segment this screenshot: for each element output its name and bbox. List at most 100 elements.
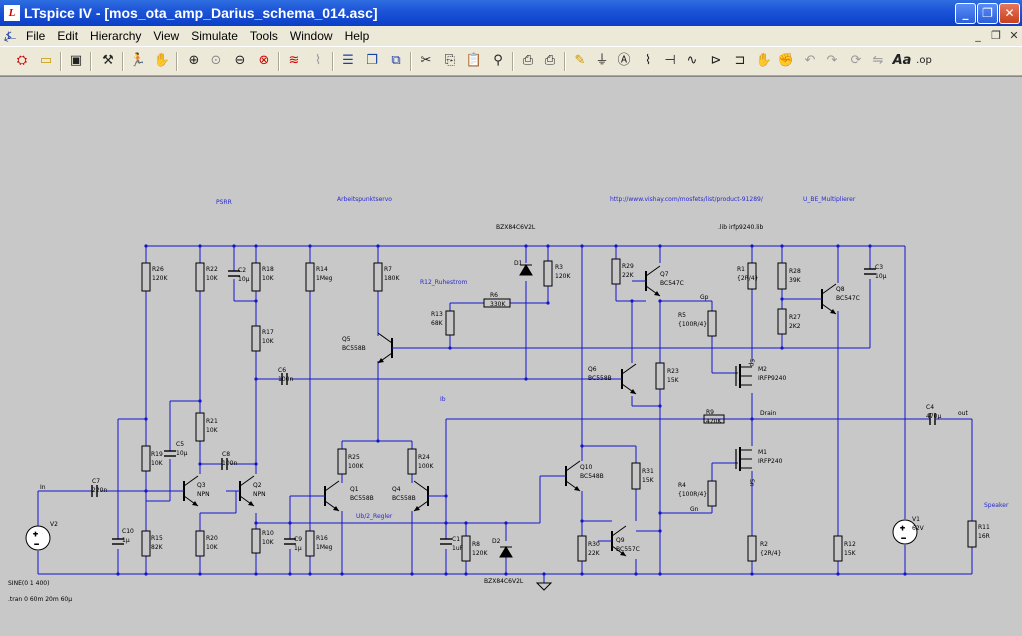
diode-d2[interactable] <box>499 546 513 558</box>
resistor-r20[interactable] <box>195 530 205 557</box>
label-icon[interactable]: Ⓐ <box>617 53 631 68</box>
mosfet-m1[interactable] <box>735 447 752 471</box>
capacitor-c5[interactable] <box>164 450 176 457</box>
close-button[interactable]: ✕ <box>999 3 1020 24</box>
diode-icon[interactable]: ⊳ <box>710 53 722 68</box>
resistor-r4[interactable] <box>707 480 717 507</box>
hammer-icon[interactable]: ⚒ <box>102 53 114 68</box>
resistor-r6[interactable] <box>483 298 511 308</box>
capacitor-c2[interactable] <box>228 270 240 277</box>
autorange-icon[interactable]: ≋ <box>288 53 300 68</box>
menu-tools[interactable]: Tools <box>249 29 278 43</box>
schematic-drawing[interactable]: +− +− R26120KR2210KR1810KR141MegR7180KR1… <box>0 77 1022 636</box>
capacitor-c6[interactable] <box>281 373 288 385</box>
menu-file[interactable]: File <box>26 29 46 43</box>
cascade-icon[interactable]: ❐ <box>366 53 378 68</box>
capacitor-c9[interactable] <box>284 538 296 545</box>
capacitor-c7[interactable] <box>91 485 98 497</box>
resistor-r16[interactable] <box>305 530 315 557</box>
redo-icon[interactable]: ↷ <box>826 53 838 68</box>
resistor-r9[interactable] <box>703 414 725 424</box>
cut-icon[interactable]: ✂ <box>420 53 432 68</box>
resistor-r27[interactable] <box>777 308 787 335</box>
resistor-r1[interactable] <box>747 262 757 290</box>
ltspice-app-icon[interactable]: L <box>4 5 20 21</box>
capacitor-icon[interactable]: ⊣ <box>664 53 676 68</box>
rotate-icon[interactable]: ⟳ <box>850 53 862 68</box>
maximize-button[interactable]: ❐ <box>977 3 998 24</box>
resistor-r14[interactable] <box>305 262 315 292</box>
source-v1[interactable]: +− <box>892 519 918 545</box>
resistor-r3[interactable] <box>543 260 553 287</box>
pencil-icon[interactable]: ✎ <box>574 53 586 68</box>
print-icon[interactable]: ⎙ <box>544 53 556 68</box>
mdi-minimize-button[interactable]: _ <box>975 29 981 42</box>
resistor-r26[interactable] <box>141 262 151 292</box>
zoom-cancel-icon[interactable]: ⊗ <box>258 53 270 68</box>
minimize-button[interactable]: _ <box>955 3 976 24</box>
undo-icon[interactable]: ↶ <box>804 53 816 68</box>
diode-d1[interactable] <box>519 264 533 276</box>
resistor-r19[interactable] <box>141 445 151 472</box>
zoom-in-icon[interactable]: ⊕ <box>188 53 200 68</box>
text-icon[interactable]: Aa <box>892 53 912 68</box>
transistor-q8[interactable] <box>808 283 837 315</box>
paste-icon[interactable]: 📋 <box>465 53 483 68</box>
resistor-r10[interactable] <box>251 528 261 554</box>
menu-edit[interactable]: Edit <box>57 29 79 43</box>
mdi-close-button[interactable]: ✕ <box>1009 29 1019 42</box>
capacitor-c4[interactable] <box>929 413 936 425</box>
tile-horizontal-icon[interactable]: ☰ <box>342 53 354 68</box>
transistor-q5[interactable] <box>377 332 406 364</box>
resistor-r15[interactable] <box>141 530 151 557</box>
resistor-r31[interactable] <box>631 462 641 490</box>
resistor-r2[interactable] <box>747 535 757 562</box>
resistor-r18[interactable] <box>251 262 261 292</box>
menu-window[interactable]: Window <box>289 29 333 43</box>
menu-simulate[interactable]: Simulate <box>191 29 238 43</box>
component-icon[interactable]: ⊐ <box>734 53 746 68</box>
move-icon[interactable]: ✋ <box>755 53 773 68</box>
resistor-r21[interactable] <box>195 412 205 442</box>
zoom-out-icon[interactable]: ⊖ <box>234 53 246 68</box>
resistor-icon[interactable]: ⌇ <box>644 53 652 68</box>
copy-icon[interactable]: ⎘ <box>444 53 456 68</box>
ground-icon[interactable]: ⏚ <box>595 53 609 68</box>
resistor-r29[interactable] <box>611 258 621 285</box>
capacitor-c10[interactable] <box>112 538 124 545</box>
menu-hierarchy[interactable]: Hierarchy <box>90 29 142 43</box>
resistor-r22[interactable] <box>195 262 205 292</box>
transistor-q7[interactable] <box>632 265 661 297</box>
wire-wave-icon[interactable]: ⌇ <box>314 53 322 68</box>
source-v2[interactable]: +− <box>25 525 51 551</box>
resistor-r8[interactable] <box>461 535 471 562</box>
halt-icon[interactable]: ✋ <box>153 53 171 68</box>
save-icon[interactable]: ▣ <box>69 53 83 68</box>
run-icon[interactable]: 🏃 <box>129 53 147 68</box>
transistor-q10[interactable] <box>552 460 581 492</box>
resistor-r25[interactable] <box>337 448 347 475</box>
capacitor-c3[interactable] <box>864 268 876 275</box>
resistor-r24[interactable] <box>407 448 417 475</box>
resistor-r23[interactable] <box>655 362 665 390</box>
tile-icon[interactable]: ⧉ <box>391 53 401 68</box>
resistor-r28[interactable] <box>777 262 787 290</box>
find-icon[interactable]: ⚲ <box>493 53 503 68</box>
mdi-restore-button[interactable]: ❐ <box>991 29 1001 42</box>
zoom-pan-icon[interactable]: ⊙ <box>210 53 222 68</box>
transistor-q4[interactable] <box>413 480 442 512</box>
mirror-icon[interactable]: ⇋ <box>872 53 884 68</box>
resistor-r17[interactable] <box>251 325 261 352</box>
resistor-r12[interactable] <box>833 535 843 562</box>
mosfet-m2[interactable] <box>735 364 752 388</box>
print-preview-icon[interactable]: ⎙ <box>522 53 534 68</box>
resistor-r13[interactable] <box>445 310 455 336</box>
capacitor-c1[interactable] <box>440 538 452 545</box>
transistor-q2[interactable] <box>226 475 255 507</box>
folder-icon[interactable]: ▭ <box>39 53 53 68</box>
transistor-q6[interactable] <box>608 363 637 395</box>
spice-icon[interactable]: .op <box>916 55 932 66</box>
transistor-q3[interactable] <box>170 475 199 507</box>
resistor-r7[interactable] <box>373 262 383 292</box>
